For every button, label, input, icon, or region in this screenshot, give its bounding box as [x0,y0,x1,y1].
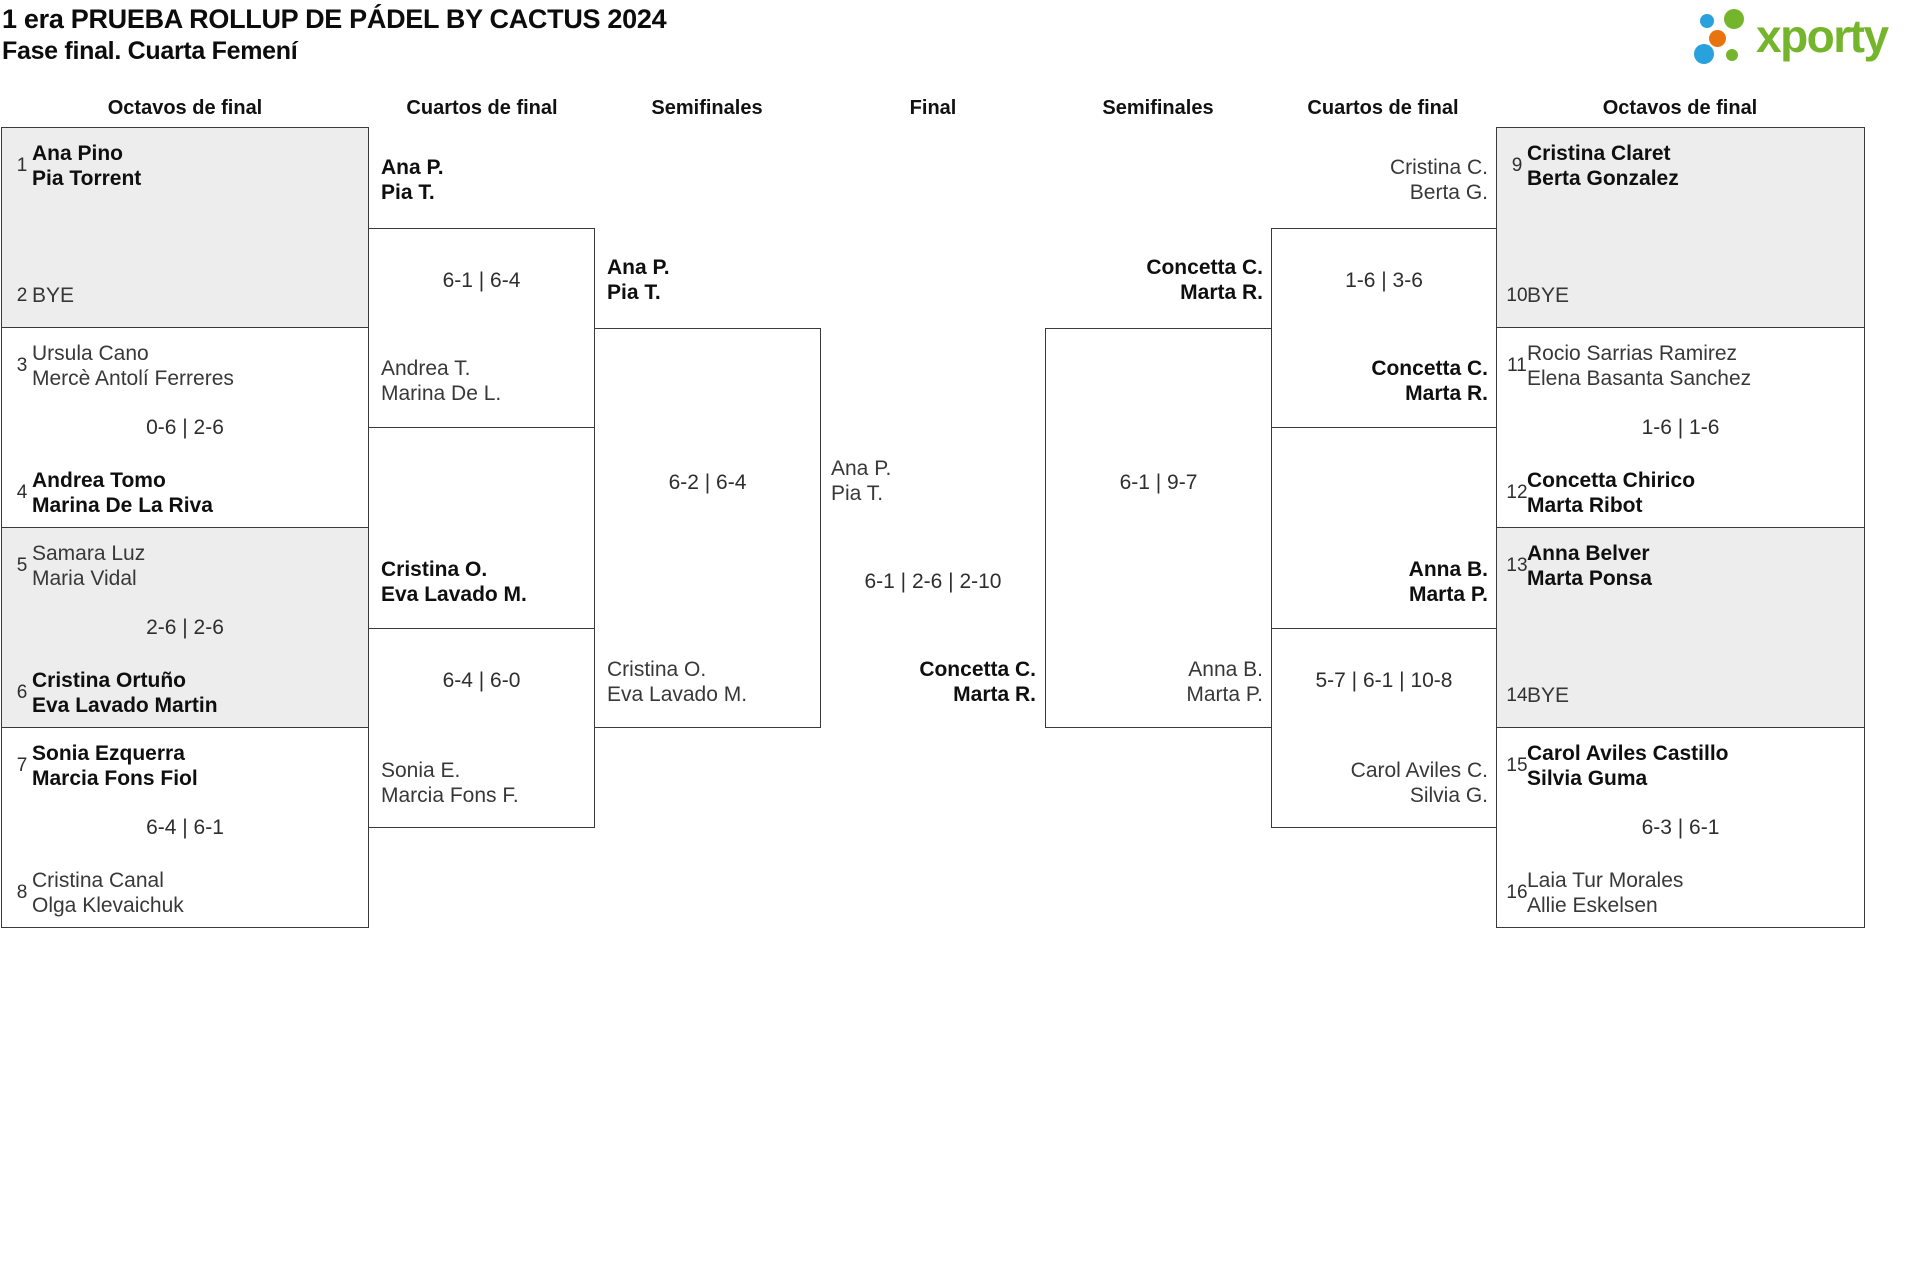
match-score: 6-3 | 6-1 [1641,816,1720,839]
entrant-label: Anna B.Marta P. [1408,558,1488,606]
seed-number: 9 [1511,155,1523,176]
round-header: Cuartos de final [1307,97,1459,119]
seed-number: 3 [16,355,28,376]
seed-number: 12 [1506,482,1528,503]
entrant-label: Concetta C.Marta R. [919,658,1036,706]
entrant-label: Concetta C.Marta R. [1146,256,1263,304]
team-name: BYE [1527,684,1570,707]
entrant-label: Andrea T.Marina De L. [381,357,502,405]
match-score: 6-1 | 6-4 [442,269,521,292]
match-score: 0-6 | 2-6 [146,416,224,439]
seed-number: 7 [16,755,28,776]
page-subtitle: Fase final. Cuarta Femení [2,37,298,65]
entrant-label: Cristina O.Eva Lavado M. [607,658,748,706]
match-score: 6-2 | 6-4 [668,471,747,494]
entrant-label: Ana P.Pia T. [381,156,444,204]
seed-number: 13 [1506,555,1528,576]
seed-number: 1 [16,155,28,176]
logo-dot-big-green [1724,9,1744,29]
team-name: BYE [1527,284,1570,307]
round-header: Cuartos de final [406,97,558,119]
entrant-label: Cristina O.Eva Lavado M. [381,558,527,606]
entrant-label: Ana P.Pia T. [831,457,892,505]
semifinal-box [594,327,821,728]
page-title: 1 era PRUEBA ROLLUP DE PÁDEL BY CACTUS 2… [2,4,667,34]
round-header: Semifinales [1102,97,1214,119]
team-name: BYE [32,284,75,307]
seed-number: 6 [16,682,28,703]
seed-number: 8 [16,882,28,903]
seed-number: 11 [1507,355,1527,376]
seed-number: 5 [16,555,28,576]
logo-wordmark: xporty [1756,10,1889,62]
match-score: 6-1 | 2-6 | 2-10 [864,570,1002,593]
round-header: Octavos de final [107,97,263,119]
match-score: 5-7 | 6-1 | 10-8 [1315,669,1453,692]
match-score: 6-4 | 6-1 [146,816,224,839]
round-header: Octavos de final [1602,97,1758,119]
match-score: 1-6 | 1-6 [1641,416,1720,439]
match-score: 6-4 | 6-0 [442,669,521,692]
match-score: 1-6 | 3-6 [1345,269,1423,292]
seed-number: 10 [1506,285,1528,306]
match-score: 6-1 | 9-7 [1119,471,1198,494]
seed-number: 14 [1506,685,1528,706]
logo-dot-small-blue [1700,14,1714,28]
logo-dot-orange [1709,30,1726,47]
seed-number: 2 [16,285,28,306]
entrant-label: Carol Aviles C.Silvia G. [1350,759,1488,807]
entrant-label: Concetta C.Marta R. [1371,357,1488,405]
round-header: Semifinales [651,97,763,119]
logo-dot-small-green [1726,49,1738,61]
semifinal-box [1045,327,1272,728]
round-header: Final [909,97,957,119]
entrant-label: Cristina C.Berta G. [1389,156,1488,204]
entrant-label: Ana P.Pia T. [607,256,670,304]
logo-dot-big-blue [1694,44,1714,64]
seed-number: 15 [1506,755,1528,776]
seed-number: 16 [1506,882,1528,903]
entrant-label: Anna B.Marta P. [1186,658,1263,706]
seed-number: 4 [16,482,28,503]
match-score: 2-6 | 2-6 [146,616,224,639]
entrant-label: Sonia E.Marcia Fons F. [381,759,519,807]
